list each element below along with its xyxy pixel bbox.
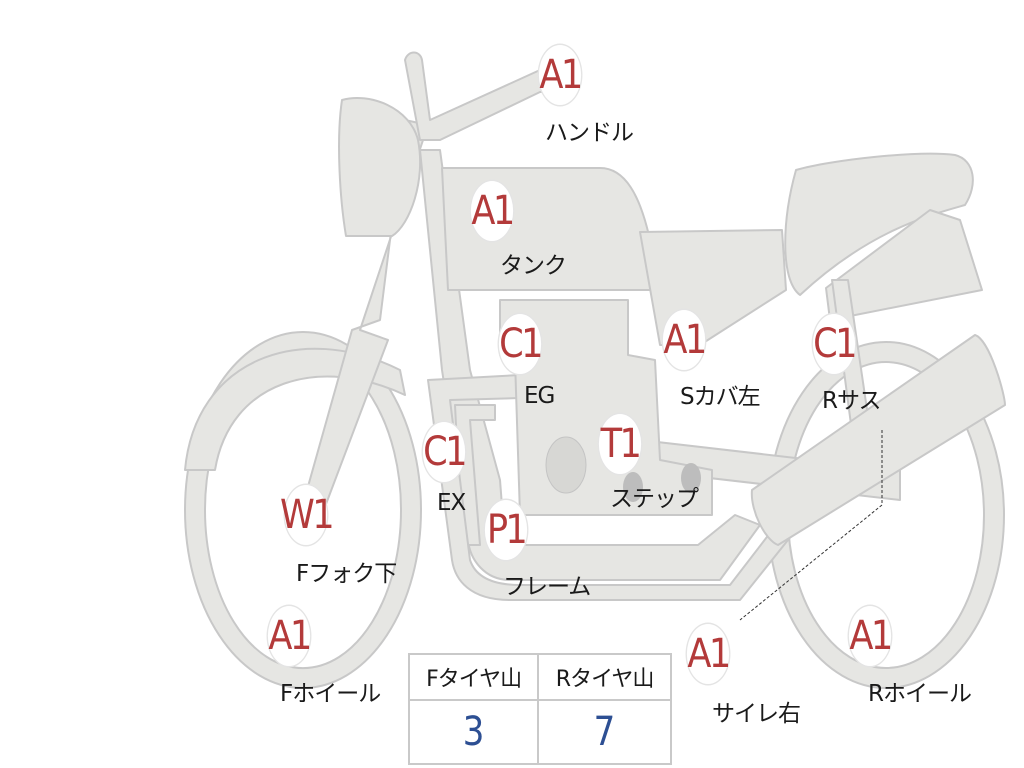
step-peg-right: [681, 463, 701, 493]
label-tank: タンク: [500, 253, 567, 279]
label-rear-wheel: Rホイール: [868, 681, 972, 707]
grade-badge-exhaust: C1: [422, 422, 467, 482]
label-engine: EG: [524, 383, 555, 409]
tail-shape: [825, 209, 983, 321]
label-step: ステップ: [610, 486, 699, 512]
seat-shape: [784, 152, 974, 296]
label-front-wheel: Fホイール: [280, 681, 381, 707]
headlight-shape: [338, 96, 422, 237]
front-tire-tread-value: 3: [417, 699, 530, 765]
grade-badge-handle: A1: [538, 45, 583, 105]
silencer-leader-line: [739, 430, 883, 621]
tire-tread-table: Fタイヤ山 Rタイヤ山 3 7: [407, 653, 672, 765]
grade-badge-rear-suspension: C1: [812, 314, 857, 374]
side-cover-shape: [639, 229, 787, 346]
label-handle: ハンドル: [545, 120, 634, 146]
label-rear-suspension: Rサス: [822, 388, 882, 414]
grade-badge-step: T1: [598, 414, 642, 474]
grade-badge-silencer-right: A1: [686, 624, 731, 684]
grade-badge-frame: P1: [484, 500, 528, 560]
grade-badge-side-cover-left: A1: [662, 310, 707, 370]
silencer-shape: [750, 334, 1006, 546]
engine-cover-circle: [545, 436, 587, 494]
grade-badge-front-fork-lower: W1: [280, 485, 335, 545]
label-exhaust: EX: [437, 490, 466, 516]
label-front-fork-lower: Fフォク下: [296, 561, 397, 587]
label-silencer-right: サイレ右: [712, 701, 801, 727]
grade-badge-front-wheel: A1: [267, 606, 312, 666]
rear-tire-tread-header: Rタイヤ山: [537, 653, 672, 701]
rear-tire-tread-value: 7: [547, 699, 662, 765]
label-side-cover-left: Sカバ左: [680, 384, 761, 410]
grade-badge-engine: C1: [498, 314, 543, 374]
front-tire-tread-header: Fタイヤ山: [407, 653, 540, 701]
step-peg-left: [623, 472, 643, 502]
grade-badge-rear-wheel: A1: [848, 606, 893, 666]
label-frame: フレーム: [503, 574, 591, 600]
grade-badge-tank: A1: [470, 181, 515, 241]
front-fender-shape: [184, 347, 406, 471]
